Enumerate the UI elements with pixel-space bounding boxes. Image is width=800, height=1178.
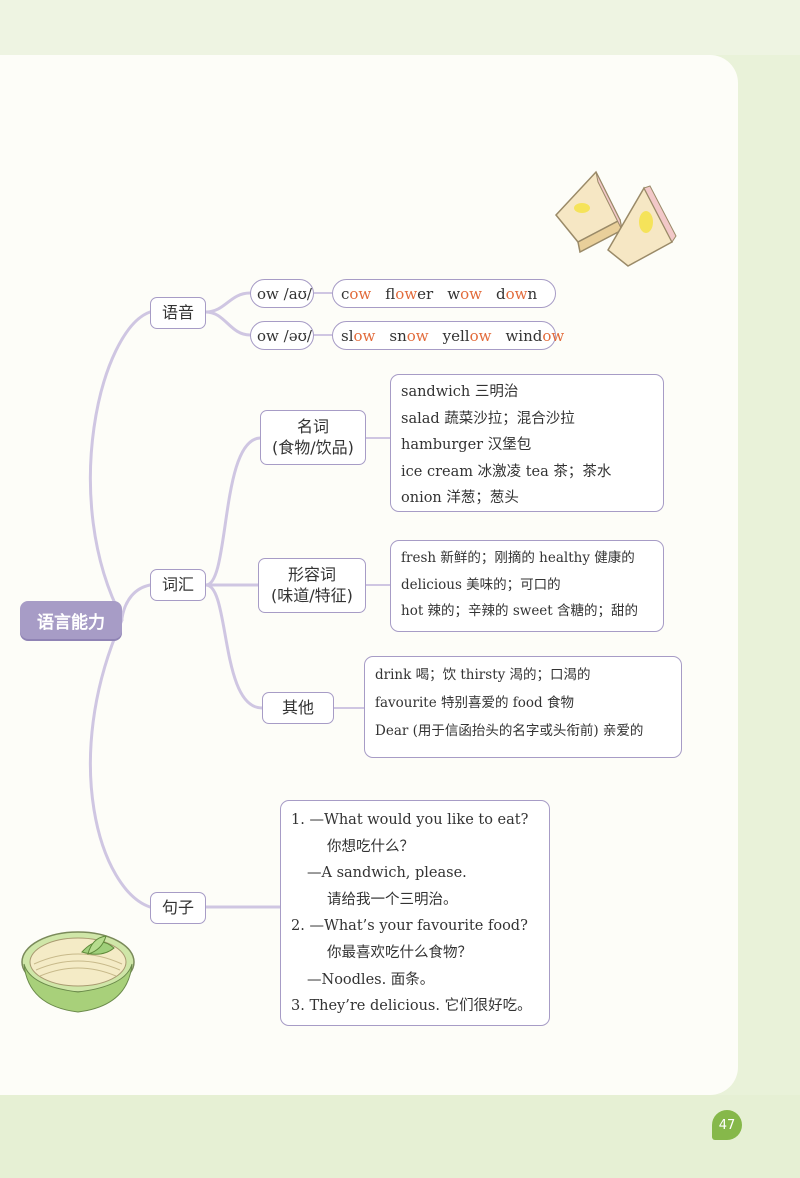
- phonics-word: slow: [341, 327, 375, 345]
- word-highlight: ow: [469, 326, 492, 345]
- bottom-band: [0, 1095, 800, 1178]
- vocab-line: salad 蔬菜沙拉；混合沙拉: [401, 410, 575, 427]
- phonics-word: snow: [389, 327, 428, 345]
- others-node: 其他: [262, 692, 334, 724]
- word-part: sl: [341, 326, 354, 345]
- vocab-line: hamburger 汉堡包: [401, 437, 532, 453]
- word-highlight: ow: [395, 284, 418, 303]
- word-part: wind: [505, 326, 543, 345]
- sentences-node: 句子: [150, 892, 206, 924]
- sentence-line: 你想吃什么？: [327, 838, 414, 855]
- vocab-node: 词汇: [150, 569, 206, 601]
- sentence-line: 你最喜欢吃什么食物？: [327, 944, 472, 961]
- word-highlight: ow: [505, 284, 528, 303]
- word-highlight: ow: [406, 326, 429, 345]
- sentence-line: —Noodles. 面条。: [307, 971, 435, 988]
- nouns-sublabel: (食物/饮品): [272, 437, 354, 457]
- sentences-box: 1. —What would you like to eat? 你想吃什么？ —…: [280, 800, 550, 1026]
- word-part: w: [447, 284, 461, 303]
- noodle-bowl-illustration: [21, 931, 135, 1013]
- vocab-line: onion 洋葱；葱头: [401, 490, 519, 506]
- word-highlight: ow: [460, 284, 482, 303]
- word-part: n: [527, 284, 538, 303]
- word-part: d: [495, 284, 506, 303]
- vocab-line: fresh 新鲜的；刚摘的 healthy 健康的: [401, 550, 635, 566]
- vocab-line: Dear (用于信函抬头的名字或头衔前) 亲爱的: [375, 723, 644, 739]
- vocab-line: drink 喝；饮 thirsty 渴的；口渴的: [375, 667, 591, 683]
- others-box: drink 喝；饮 thirsty 渴的；口渴的 favourite 特别喜爱的…: [364, 656, 682, 758]
- adjectives-box: fresh 新鲜的；刚摘的 healthy 健康的 delicious 美味的；…: [390, 540, 664, 632]
- sound-pill-1: ow /aʊ/: [250, 279, 314, 308]
- vocab-line: ice cream 冰激凌 tea 茶；茶水: [401, 463, 612, 480]
- word-highlight: ow: [349, 284, 372, 303]
- connector-vocab: [120, 583, 152, 620]
- sentence-line: 2. —What’s your favourite food?: [291, 918, 528, 935]
- word-part: fl: [385, 284, 396, 303]
- sentence-line: 3. They’re delicious. 它们很好吃。: [291, 998, 532, 1015]
- phonics-word: window: [505, 327, 564, 345]
- nouns-node: 名词 (食物/饮品): [260, 410, 366, 465]
- phonics-word: wow: [447, 285, 482, 303]
- nouns-label: 名词: [296, 416, 329, 436]
- word-part: er: [417, 284, 434, 303]
- adjectives-sublabel: (味道/特征): [271, 585, 353, 605]
- sentence-line: 1. —What would you like to eat?: [291, 812, 529, 828]
- word-part: sn: [389, 326, 407, 345]
- adjectives-node: 形容词 (味道/特征): [258, 558, 366, 613]
- sandwich-illustration: [555, 170, 677, 267]
- phonics-word: yellow: [443, 327, 492, 345]
- nouns-box: sandwich 三明治 salad 蔬菜沙拉；混合沙拉 hamburger 汉…: [390, 374, 664, 512]
- word-part: yell: [442, 326, 470, 345]
- sound-pill-2: ow /əʊ/: [250, 321, 314, 350]
- word-highlight: ow: [353, 326, 376, 345]
- phonics-node: 语音: [150, 297, 206, 329]
- word-highlight: ow: [542, 326, 565, 345]
- phonics-word: down: [496, 285, 537, 303]
- vocab-line: delicious 美味的；可口的: [401, 576, 561, 593]
- vocab-line: hot 辣的；辛辣的 sweet 含糖的；甜的: [401, 603, 639, 619]
- root-node: 语言能力: [20, 601, 122, 639]
- vocab-line: favourite 特别喜爱的 food 食物: [375, 695, 574, 711]
- top-band: [0, 0, 800, 55]
- phonics-word: flower: [385, 285, 433, 303]
- sentence-line: —A sandwich, please.: [307, 865, 467, 882]
- adjectives-label: 形容词: [287, 564, 336, 584]
- page-number-badge: 47: [712, 1110, 742, 1140]
- sentence-line: 请给我一个三明治。: [327, 891, 458, 908]
- connector-sentences: [88, 618, 152, 909]
- phonics-word: cow: [341, 285, 371, 303]
- word-part: c: [341, 284, 350, 303]
- connector-phonics: [88, 310, 152, 620]
- vocab-line: sandwich 三明治: [401, 384, 519, 400]
